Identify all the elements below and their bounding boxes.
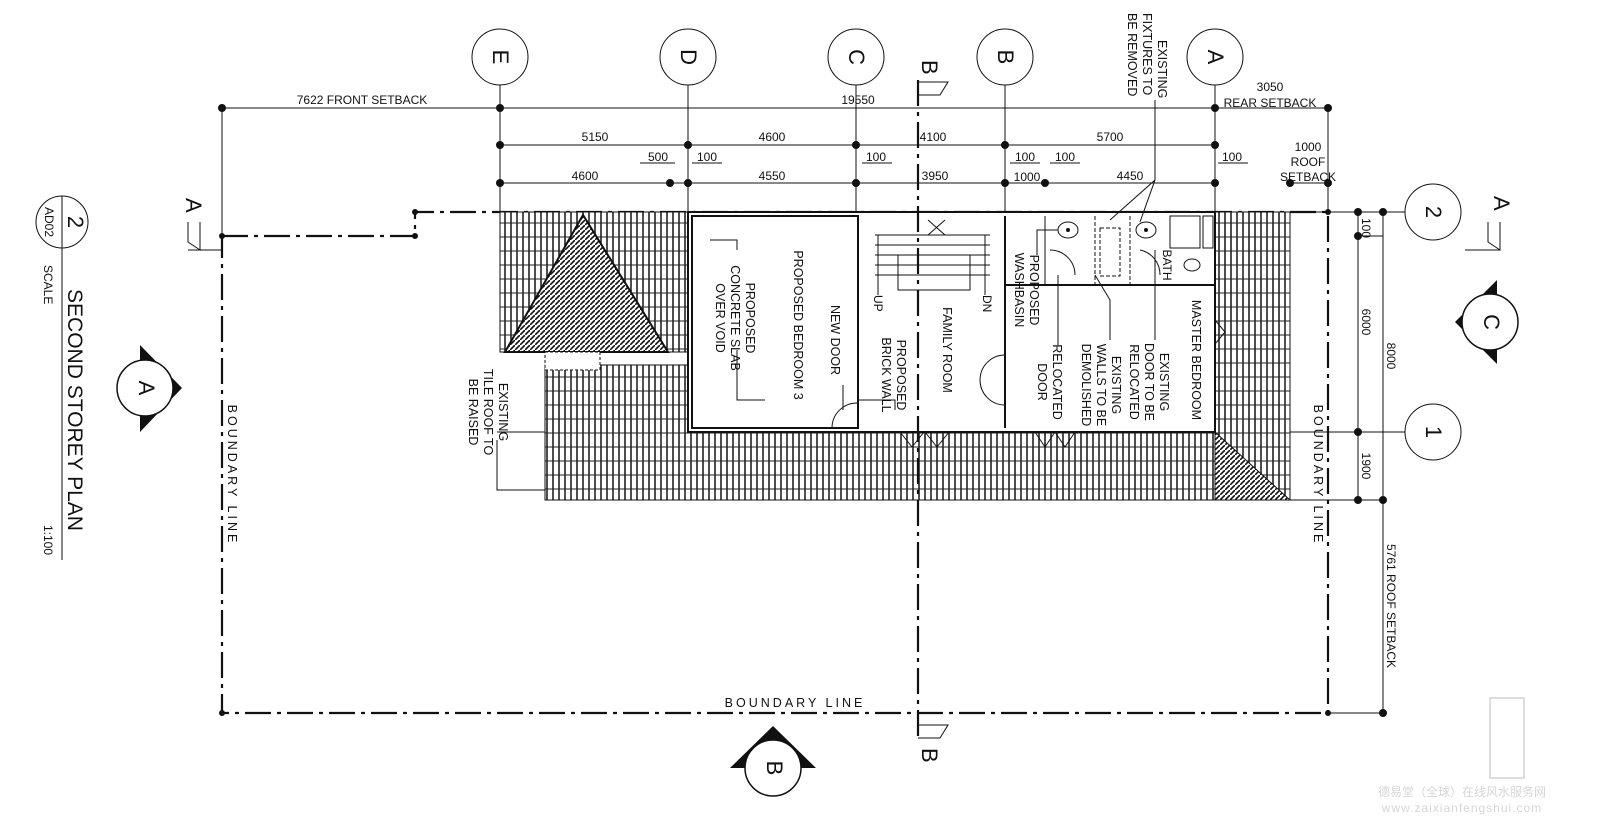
- title-block: [35, 195, 89, 560]
- annotation-new-door: NEW DOOR: [828, 305, 842, 375]
- annotation-brick-wall: BRICK WALL: [879, 337, 893, 412]
- building-walls: [687, 211, 1226, 448]
- dim-roof-setback: 1000: [1295, 140, 1322, 154]
- scale-label: SCALE: [41, 265, 55, 304]
- elevation-label-a: A: [134, 381, 159, 396]
- annotation-relocated-door: RELOCATED: [1050, 344, 1064, 419]
- grid-label-2: 2: [1421, 206, 1446, 218]
- grid-label-b: B: [993, 50, 1018, 65]
- elevation-marker-b: [730, 726, 816, 797]
- annotation-door-relocated: RELOCATED: [1127, 344, 1141, 419]
- annotation-washbasin: PROPOSED: [1027, 255, 1041, 326]
- elevation-label-b: B: [762, 761, 787, 776]
- section-b-flag-top: [918, 81, 949, 96]
- annotation-walls-demolished: DEMOLISHED: [1079, 344, 1093, 427]
- annotation-tile-roof: TILE ROOF TO: [481, 369, 495, 456]
- dim-row3: 4600: [572, 169, 599, 183]
- dim-small: 100: [866, 150, 886, 164]
- dim-small: 100: [1055, 150, 1075, 164]
- sheet-number: AD02: [42, 207, 56, 237]
- boundary-label-right: BOUNDARY LINE: [1311, 405, 1325, 546]
- annotation-door-relocated: DOOR TO BE: [1142, 343, 1156, 421]
- dim-rear-label: REAR SETBACK: [1224, 96, 1317, 110]
- dim-row2: 4600: [759, 130, 786, 144]
- dim-right-8000: 8000: [1384, 343, 1398, 370]
- annotation-slab: CONCRETE SLAB: [728, 265, 742, 371]
- section-b-label-top: B: [917, 60, 942, 75]
- annotation-tile-roof: EXISTING: [496, 383, 510, 441]
- annotation-slab: OVER VOID: [713, 283, 727, 352]
- annotation-washbasin: WASHBASIN: [1012, 253, 1026, 328]
- dim-small: 100: [1222, 150, 1242, 164]
- section-b-flag-bottom: [918, 724, 949, 739]
- annotation-walls-demolished: EXISTING: [1109, 356, 1123, 414]
- dim-right-1900: 1900: [1359, 453, 1373, 480]
- dimension-lines: [221, 107, 1384, 714]
- room-bath: BATH: [1160, 249, 1174, 280]
- elevation-marker-a: [116, 345, 182, 432]
- annotation-relocated-door: DOOR: [1035, 363, 1049, 401]
- dimension-ticks: [218, 104, 1387, 717]
- dim-right-100: 100: [1359, 218, 1373, 238]
- annotation-tile-roof: BE RAISED: [466, 379, 480, 446]
- annotation-fixtures: EXISTING: [1155, 40, 1169, 98]
- room-bedroom3: PROPOSED BEDROOM 3: [791, 250, 805, 399]
- dim-small: 1000: [1014, 170, 1041, 184]
- scale-value: 1:100: [41, 525, 55, 555]
- section-b-label-bottom: B: [917, 748, 942, 763]
- dim-rear-value: 3050: [1257, 80, 1284, 94]
- watermark-line1: 德易堂（全球）在线风水服务网: [1378, 784, 1546, 799]
- annotation-slab: PROPOSED: [743, 283, 757, 354]
- dim-row3: 4450: [1117, 169, 1144, 183]
- section-a-label-left: A: [181, 198, 206, 213]
- leader-lines: [496, 100, 1156, 491]
- drawing-title: SECOND STOREY PLAN: [63, 289, 86, 531]
- watermark-line2: www.zaixianfengshui.com: [1381, 801, 1542, 815]
- stair-up: UP: [871, 295, 885, 312]
- dim-right-6000: 6000: [1359, 309, 1373, 336]
- dim-small: 100: [1015, 150, 1035, 164]
- annotation-door-relocated: EXISTING: [1157, 353, 1171, 411]
- section-a-flag-left: [187, 222, 222, 251]
- watermark-seal: [1489, 697, 1525, 779]
- dim-row3: 4550: [759, 169, 786, 183]
- dim-small: 500: [648, 150, 668, 164]
- room-master: MASTER BEDROOM: [1189, 300, 1203, 420]
- elevation-label-c: C: [1479, 314, 1504, 330]
- boundary-line: [219, 209, 1331, 716]
- dim-right-roof-setback: 5761 ROOF SETBACK: [1384, 544, 1398, 668]
- dim-overall: 19550: [841, 93, 875, 107]
- section-a-label-right: A: [1489, 196, 1514, 211]
- boundary-label-bottom: BOUNDARY LINE: [725, 696, 866, 710]
- dim-front-setback: 7622 FRONT SETBACK: [297, 93, 428, 107]
- grid-label-d: D: [676, 49, 701, 65]
- dim-roof-setback: SETBACK: [1280, 170, 1336, 184]
- room-family: FAMILY ROOM: [940, 307, 954, 393]
- dim-row2: 5700: [1097, 130, 1124, 144]
- dim-roof-setback: ROOF: [1291, 155, 1326, 169]
- boundary-label-left: BOUNDARY LINE: [225, 405, 239, 546]
- annotation-fixtures: BE REMOVED: [1125, 13, 1139, 96]
- stair-dn: DN: [980, 295, 994, 312]
- annotation-fixtures: FIXTURES TO: [1140, 13, 1154, 95]
- grid-label-c: C: [844, 49, 869, 65]
- section-a-flag-right: [1465, 222, 1501, 251]
- grid-label-e: E: [488, 50, 513, 65]
- drawing-number: 2: [63, 216, 88, 228]
- dim-row3: 3950: [922, 169, 949, 183]
- dim-row2: 4100: [920, 130, 947, 144]
- annotation-walls-demolished: WALLS TO BE: [1094, 344, 1108, 426]
- elevation-marker-c: [1455, 280, 1519, 364]
- grid-label-1: 1: [1421, 426, 1446, 438]
- dim-row2: 5150: [582, 130, 609, 144]
- annotation-brick-wall: PROPOSED: [894, 340, 908, 411]
- grid-label-a: A: [1203, 50, 1228, 65]
- dim-small: 100: [697, 150, 717, 164]
